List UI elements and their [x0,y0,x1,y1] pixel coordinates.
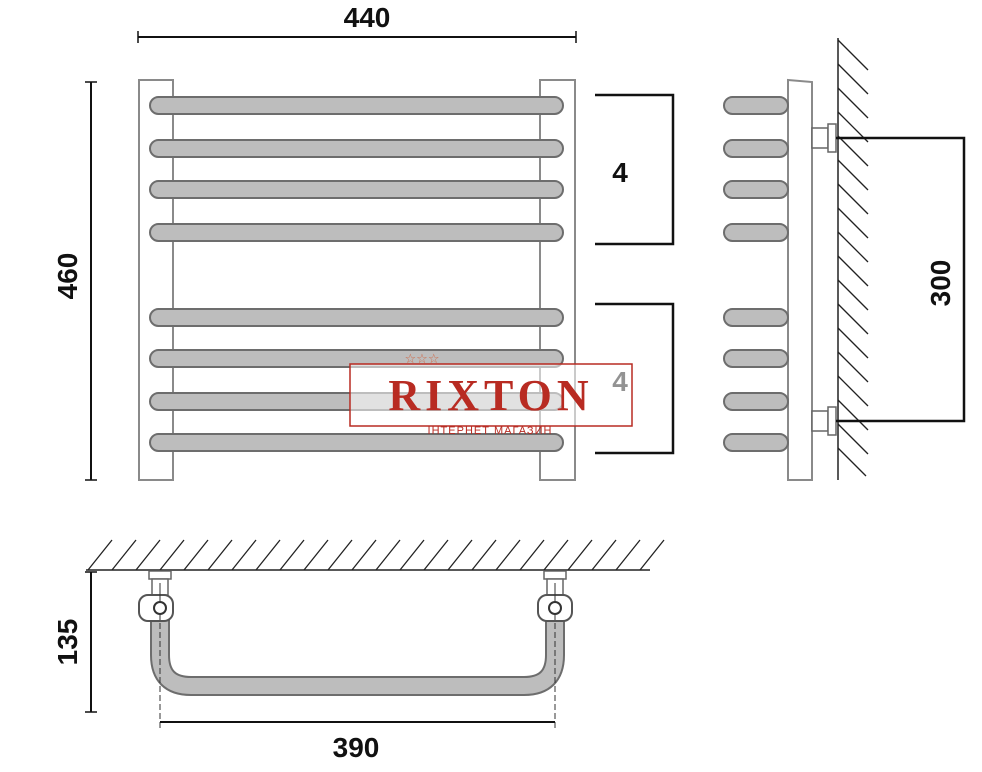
side-rail [723,96,789,115]
upper-group-bracket: 4 [595,93,675,246]
side-wall-hatching [837,38,869,480]
depth-dimension: 135 [52,571,97,713]
mount-bolt [548,601,562,615]
mount-bolt [153,601,167,615]
rail [149,139,564,158]
height-dimension: 460 [52,81,97,481]
rail [149,308,564,327]
width-label: 440 [344,2,391,33]
side-collector [787,78,813,481]
upper-group-count: 4 [612,157,628,188]
watermark-frame [349,363,633,427]
bottom-center-label: 390 [333,732,380,763]
side-rail [723,223,789,242]
watermark-brand: RIXTON [388,371,593,420]
watermark-stars: ☆☆☆ [405,352,440,367]
side-wall-mount-top [811,123,837,153]
depth-label: 135 [52,619,83,666]
rixton-watermark: ☆☆☆ RIXTON ІНТЕРНЕТ МАГАЗИН [349,352,633,437]
center-distance-dimension: 300 [836,136,966,423]
side-view: 300 [723,38,966,481]
bottom-center-dimension: 390 [160,721,555,763]
rail [149,180,564,199]
height-label: 460 [52,253,83,300]
side-rail [723,139,789,158]
rail [149,96,564,115]
rail [149,433,564,452]
rail [149,223,564,242]
side-rail [723,308,789,327]
side-rail [723,392,789,411]
side-wall-mount-bottom [811,406,837,436]
top-wall-mount-right [537,570,573,622]
top-u-rail [150,612,565,696]
side-rail [723,180,789,199]
side-rail [723,349,789,368]
side-rail [723,433,789,452]
top-view: 135 390 [52,539,665,763]
top-wall-mount-left [138,570,174,622]
top-wall-hatching [86,539,665,571]
center-distance-label: 300 [925,260,956,307]
watermark-tagline: ІНТЕРНЕТ МАГАЗИН [428,425,553,437]
width-dimension: 440 [137,2,577,43]
side-rails [723,96,789,452]
